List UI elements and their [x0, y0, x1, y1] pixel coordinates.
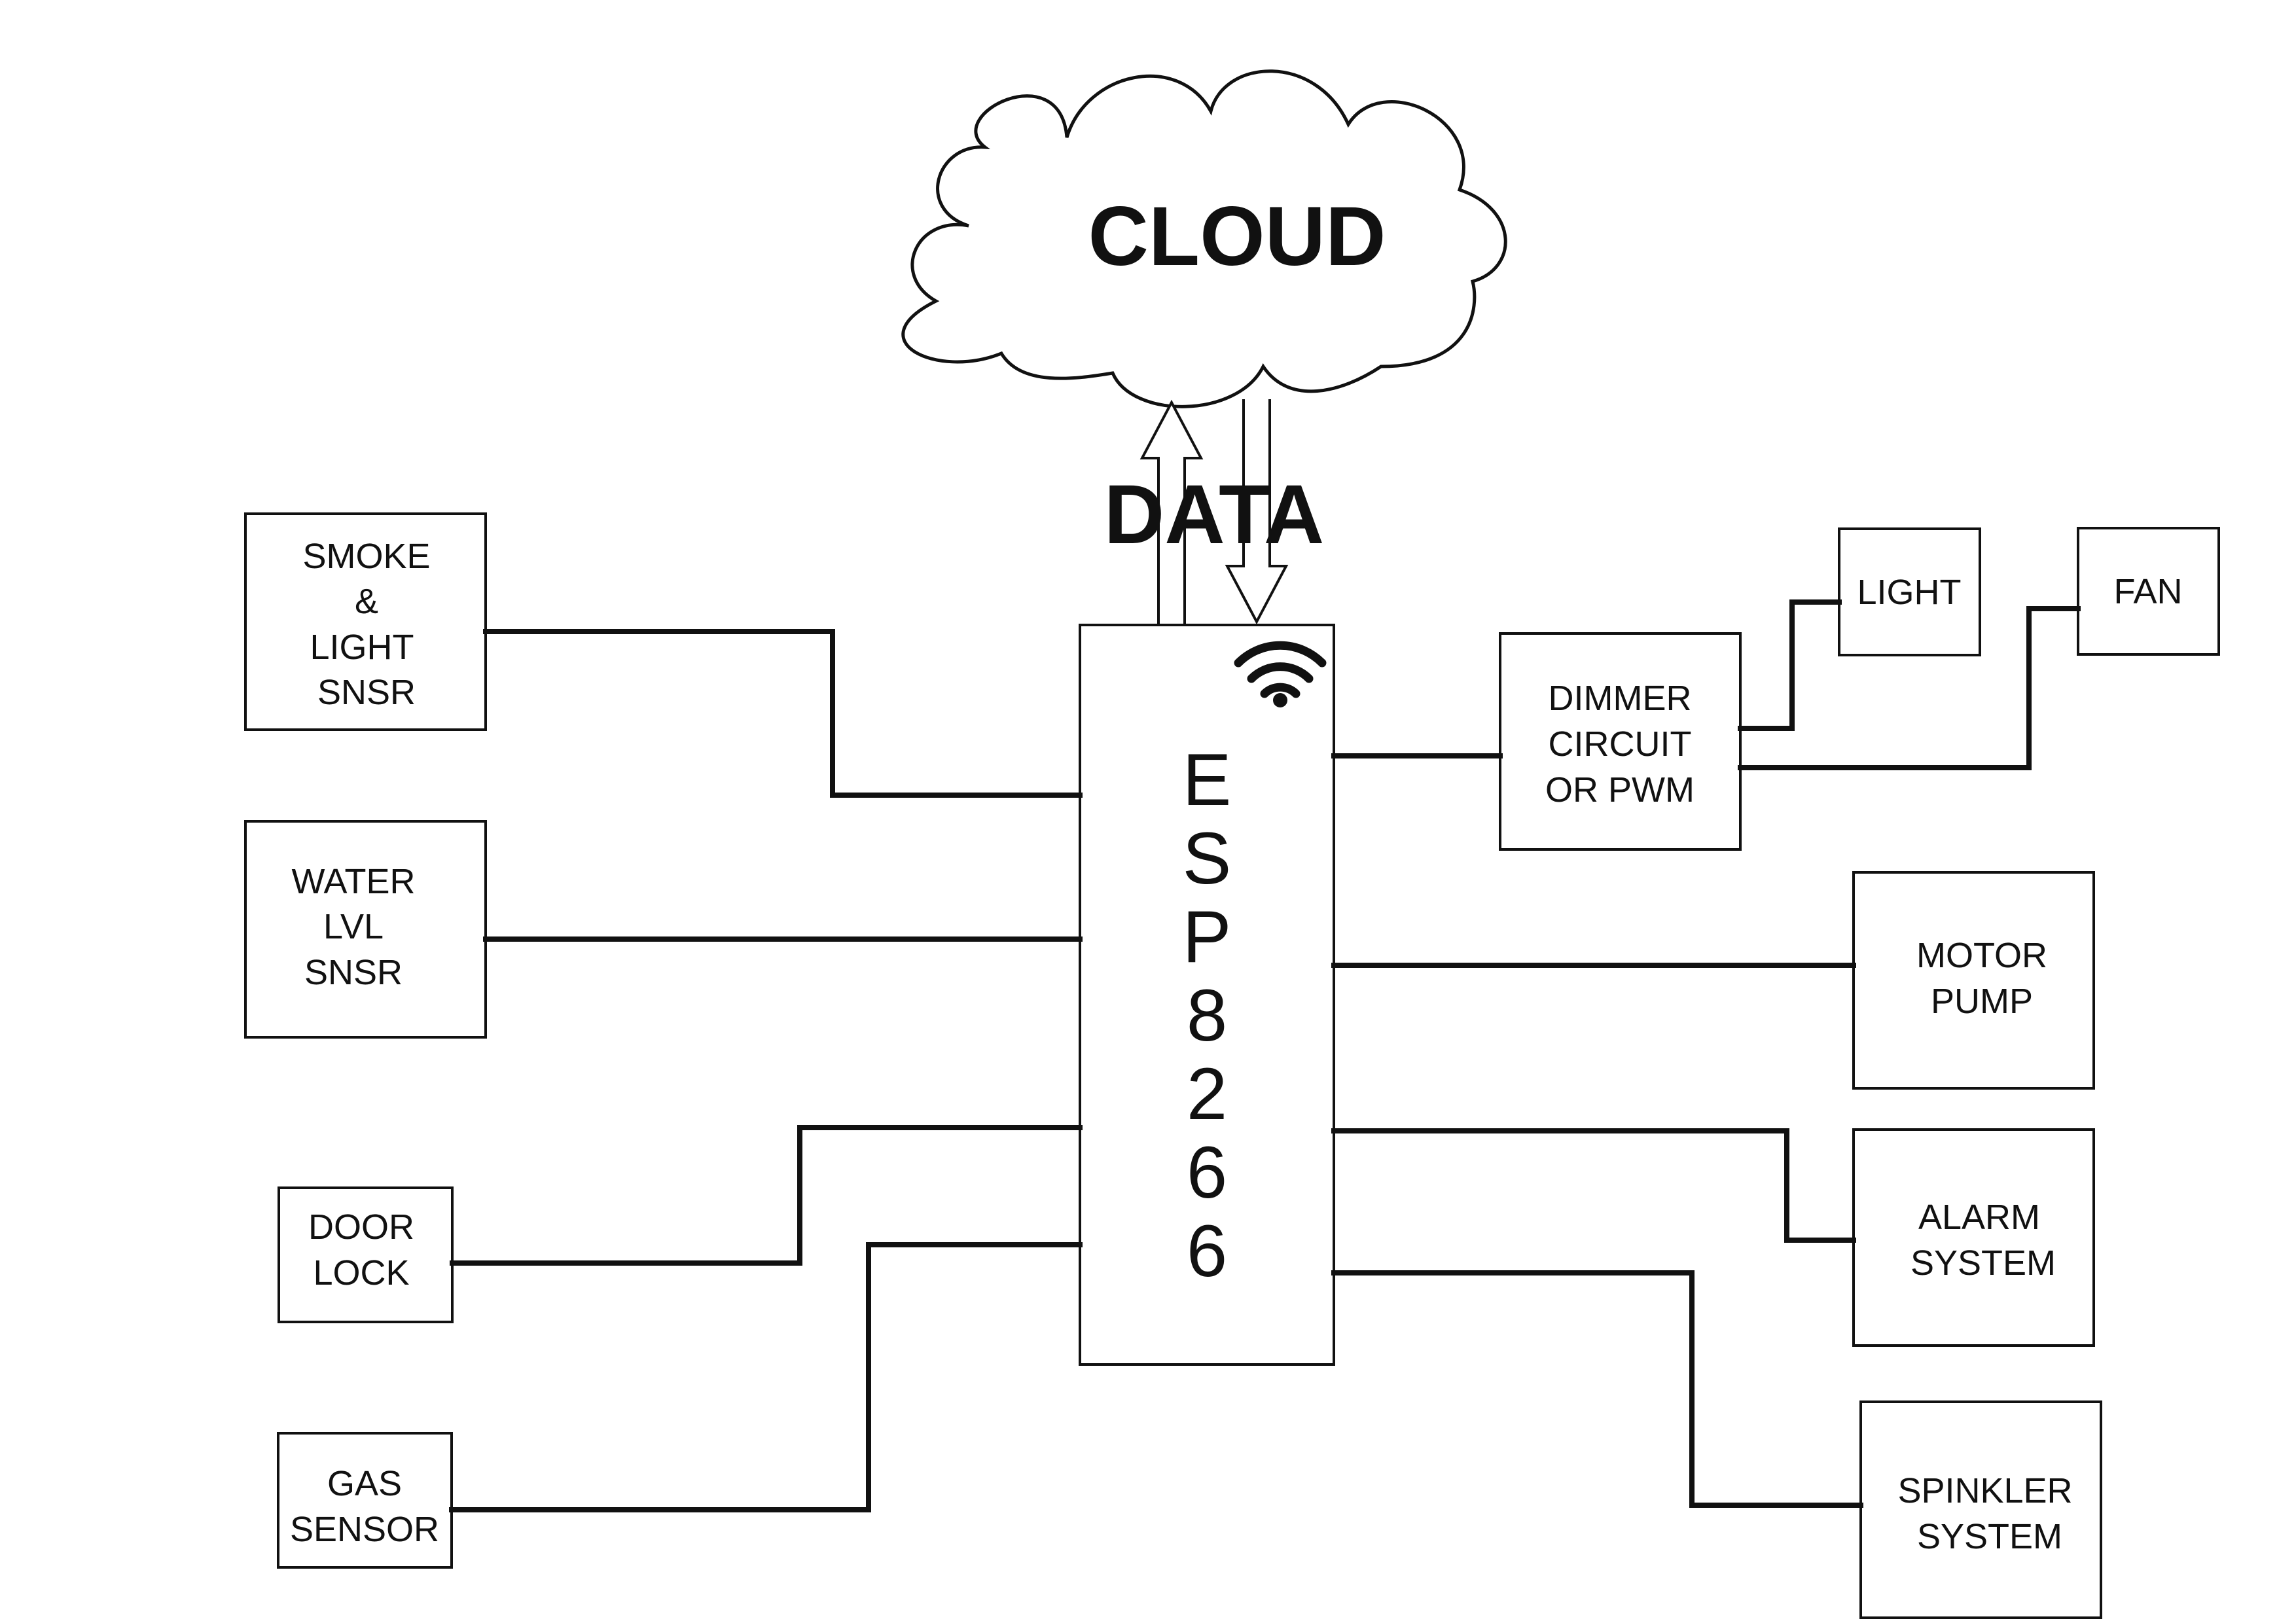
water-level-sensor-box: [244, 820, 487, 1039]
esp8266-label-char: E: [1183, 739, 1232, 821]
water-level-sensor-label: LVL: [323, 907, 384, 946]
alarm-system: ALARM SYSTEM: [1852, 1128, 2095, 1347]
wire-gas-sensor: [449, 1242, 1083, 1512]
wifi-icon: [1234, 641, 1327, 707]
cloud-label: CLOUD: [1088, 190, 1386, 283]
esp8266-label-char: 6: [1187, 1210, 1227, 1292]
wire-door-lock: [450, 1125, 1083, 1266]
sprinkler-system: SPINKLER SYSTEM: [1859, 1400, 2102, 1619]
door-lock: DOOR LOCK: [278, 1186, 454, 1323]
sprinkler-system-box: [1859, 1400, 2102, 1619]
light-output-box: [1838, 527, 1981, 656]
dimmer-circuit-label: DIMMER: [1549, 679, 1692, 718]
door-lock-box: [278, 1186, 454, 1323]
motor-pump-box: [1852, 871, 2095, 1090]
esp8266-label-char: S: [1183, 817, 1232, 899]
motor-pump: MOTOR PUMP: [1852, 871, 2095, 1090]
fan-output: FAN: [2077, 527, 2220, 656]
wires: [449, 599, 2081, 1512]
dimmer-circuit-label: OR PWM: [1545, 770, 1695, 810]
data-label: DATA: [1104, 468, 1325, 562]
esp8266-label-char: 6: [1187, 1132, 1227, 1213]
water-level-sensor-label: WATER: [292, 862, 416, 901]
gas-sensor: GAS SENSOR: [277, 1432, 453, 1569]
alarm-system-box: [1852, 1128, 2095, 1347]
wire-alarm: [1331, 1128, 1856, 1243]
alarm-system-label: SYSTEM: [1910, 1243, 2056, 1283]
smoke-light-sensor-label: SNSR: [317, 673, 416, 712]
esp8266-module: E S P 8 2 6 6: [1079, 624, 1335, 1366]
esp8266-box: [1079, 624, 1335, 1366]
gas-sensor-label: SENSOR: [290, 1510, 439, 1549]
dimmer-circuit-label: CIRCUIT: [1549, 724, 1692, 764]
gas-sensor-box: [277, 1432, 453, 1569]
smoke-light-sensor-label: LIGHT: [310, 628, 414, 667]
fan-output-label: FAN: [2113, 572, 2182, 611]
alarm-system-label: ALARM: [1918, 1198, 2040, 1237]
door-lock-label: LOCK: [313, 1253, 409, 1293]
wire-sprinkler: [1331, 1270, 1863, 1508]
wire-fan: [1738, 606, 2081, 770]
smoke-light-sensor: SMOKE & LIGHT SNSR: [244, 512, 487, 731]
light-output: LIGHT: [1838, 527, 1981, 656]
fan-output-box: [2077, 527, 2220, 656]
motor-pump-label: PUMP: [1931, 982, 2033, 1021]
cloud: CLOUD: [901, 69, 1507, 408]
gas-sensor-label: GAS: [327, 1464, 402, 1503]
sprinkler-system-label: SYSTEM: [1917, 1517, 2062, 1556]
sprinkler-system-label: SPINKLER: [1897, 1471, 2072, 1510]
water-level-sensor: WATER LVL SNSR: [244, 820, 487, 1039]
smoke-light-sensor-box: [244, 512, 487, 731]
dimmer-circuit-box: [1499, 632, 1742, 851]
esp8266-label-char: 2: [1187, 1053, 1227, 1135]
water-level-sensor-label: SNSR: [304, 953, 403, 992]
light-output-label: LIGHT: [1857, 573, 1961, 612]
motor-pump-label: MOTOR: [1916, 936, 2047, 975]
wire-light: [1738, 599, 1842, 731]
data-link: DATA: [1104, 399, 1325, 625]
dimmer-circuit: DIMMER CIRCUIT OR PWM: [1499, 632, 1742, 851]
cloud-outline: [901, 69, 1507, 408]
smoke-light-sensor-label: SMOKE: [302, 537, 430, 576]
esp8266-label-char: 8: [1187, 974, 1227, 1056]
door-lock-label: DOOR: [308, 1207, 414, 1247]
wire-smoke-light: [483, 629, 1083, 798]
smoke-light-sensor-label: &: [355, 582, 378, 621]
esp8266-label-char: P: [1183, 896, 1232, 978]
downlink-arrow: [1225, 399, 1289, 625]
uplink-arrow: [1139, 399, 1204, 625]
